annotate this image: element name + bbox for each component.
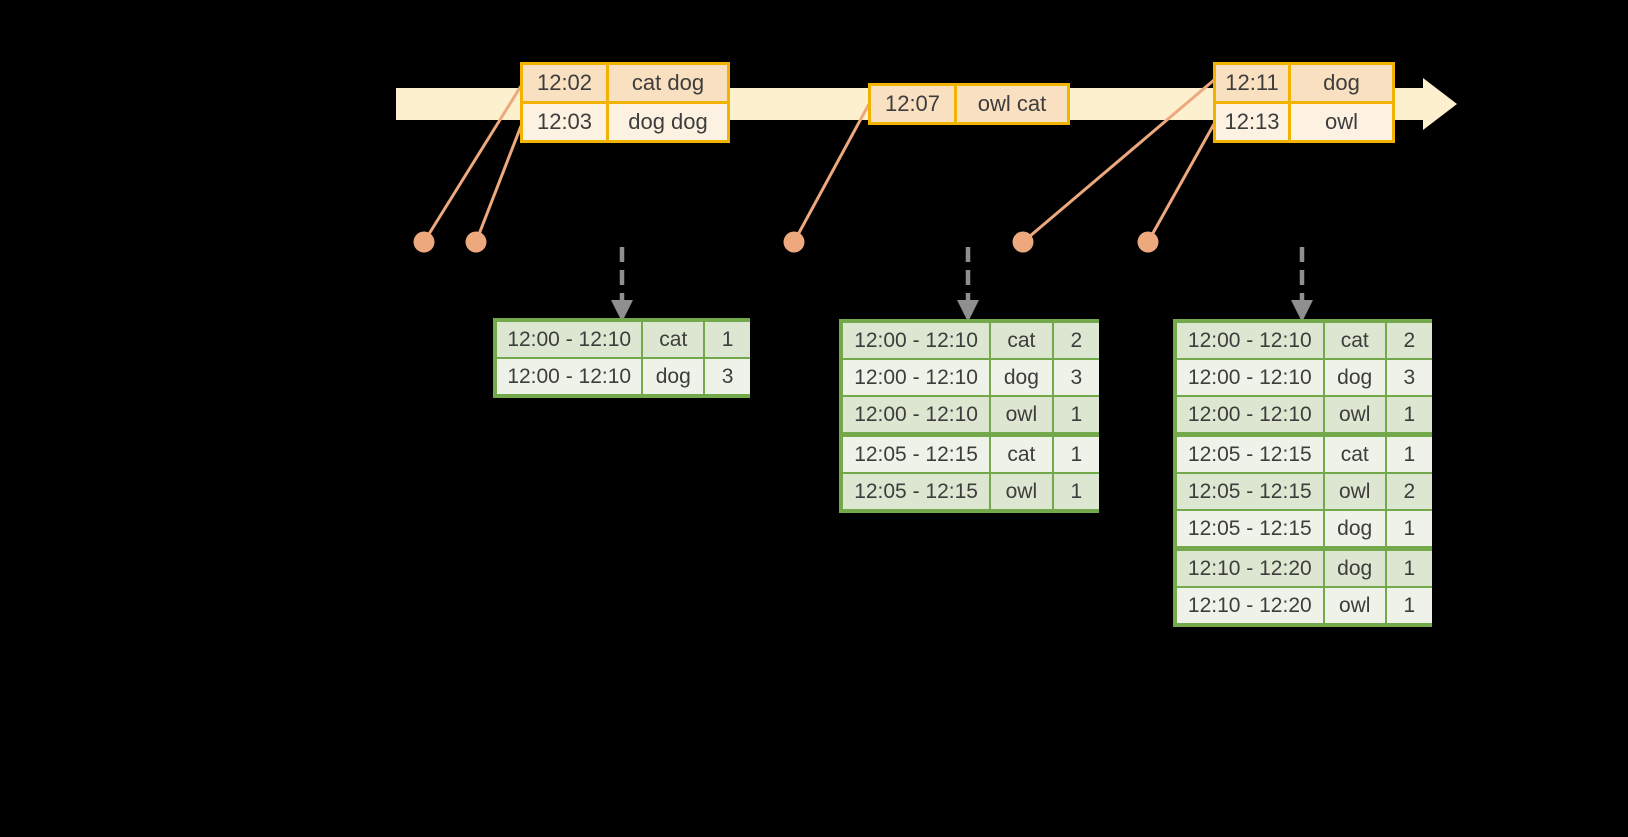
window-cell: 12:00 - 12:10 — [1177, 397, 1323, 432]
window-cell: 12:05 - 12:15 — [1177, 437, 1323, 472]
count-cell: 3 — [1053, 360, 1099, 395]
count-cell: 2 — [1386, 323, 1432, 358]
count-cell: 2 — [1386, 474, 1432, 509]
count-cell: 1 — [1053, 437, 1099, 472]
timeline-arrowhead-icon — [1423, 78, 1457, 130]
trigger-arrows — [611, 247, 1313, 322]
window-cell: 12:00 - 12:10 — [497, 359, 642, 394]
event-time-cell: 12:07 — [871, 86, 954, 122]
event-time-cell: 12:11 — [1216, 65, 1288, 101]
event-words-cell: dog — [1291, 65, 1392, 101]
window-cell: 12:05 - 12:15 — [1177, 474, 1323, 509]
event-marker-dot — [1137, 231, 1159, 253]
event-connector-line — [422, 85, 523, 243]
window-cell: 12:00 - 12:10 — [1177, 323, 1323, 358]
window-cell: 12:00 - 12:10 — [1177, 360, 1323, 395]
window-cell: 12:00 - 12:10 — [843, 360, 990, 395]
count-cell: 1 — [1386, 551, 1432, 586]
trigger-arrowhead-icon — [1291, 300, 1313, 322]
word-cell: dog — [1324, 511, 1385, 546]
word-cell: dog — [991, 360, 1052, 395]
event-words-cell: owl cat — [957, 86, 1067, 122]
event-connector-lines — [422, 78, 1216, 244]
count-cell: 1 — [1386, 437, 1432, 472]
trigger-arrowhead-icon — [611, 300, 633, 322]
count-cell: 3 — [1386, 360, 1432, 395]
window-cell: 12:05 - 12:15 — [1177, 511, 1323, 546]
event-marker-dots — [413, 231, 1159, 253]
word-cell: owl — [1324, 474, 1385, 509]
window-cell: 12:10 - 12:20 — [1177, 551, 1323, 586]
word-cell: owl — [991, 474, 1052, 509]
event-time-cell: 12:03 — [523, 104, 606, 140]
event-marker-dot — [783, 231, 805, 253]
event-words-cell: cat dog — [609, 65, 727, 101]
trigger-arrowhead-icon — [957, 300, 979, 322]
event-marker-dot — [465, 231, 487, 253]
event-connector-line — [474, 125, 523, 243]
event-connector-line — [792, 103, 871, 243]
event-time-cell: 12:02 — [523, 65, 606, 101]
event-marker-dot — [1012, 231, 1034, 253]
word-cell: owl — [991, 397, 1052, 432]
count-cell: 1 — [1386, 588, 1432, 623]
window-cell: 12:05 - 12:15 — [843, 437, 990, 472]
window-cell: 12:00 - 12:10 — [843, 397, 990, 432]
window-cell: 12:10 - 12:20 — [1177, 588, 1323, 623]
window-cell: 12:00 - 12:10 — [497, 322, 642, 357]
window-cell: 12:05 - 12:15 — [843, 474, 990, 509]
count-cell: 3 — [705, 359, 750, 394]
word-cell: cat — [991, 437, 1052, 472]
count-cell: 1 — [705, 322, 750, 357]
word-cell: dog — [1324, 551, 1385, 586]
count-cell: 1 — [1386, 397, 1432, 432]
event-connector-line — [1022, 78, 1215, 244]
word-cell: owl — [1324, 397, 1385, 432]
count-cell: 1 — [1053, 474, 1099, 509]
word-cell: cat — [1324, 437, 1385, 472]
word-cell: cat — [1324, 323, 1385, 358]
word-cell: dog — [643, 359, 704, 394]
count-cell: 2 — [1053, 323, 1099, 358]
window-cell: 12:00 - 12:10 — [843, 323, 990, 358]
word-cell: cat — [643, 322, 704, 357]
word-cell: cat — [991, 323, 1052, 358]
word-cell: dog — [1324, 360, 1385, 395]
word-cell: owl — [1324, 588, 1385, 623]
count-cell: 1 — [1053, 397, 1099, 432]
event-words-cell: owl — [1291, 104, 1392, 140]
event-time-cell: 12:13 — [1216, 104, 1288, 140]
count-cell: 1 — [1386, 511, 1432, 546]
event-words-cell: dog dog — [609, 104, 727, 140]
event-marker-dot — [413, 231, 435, 253]
event-connector-line — [1146, 123, 1216, 243]
